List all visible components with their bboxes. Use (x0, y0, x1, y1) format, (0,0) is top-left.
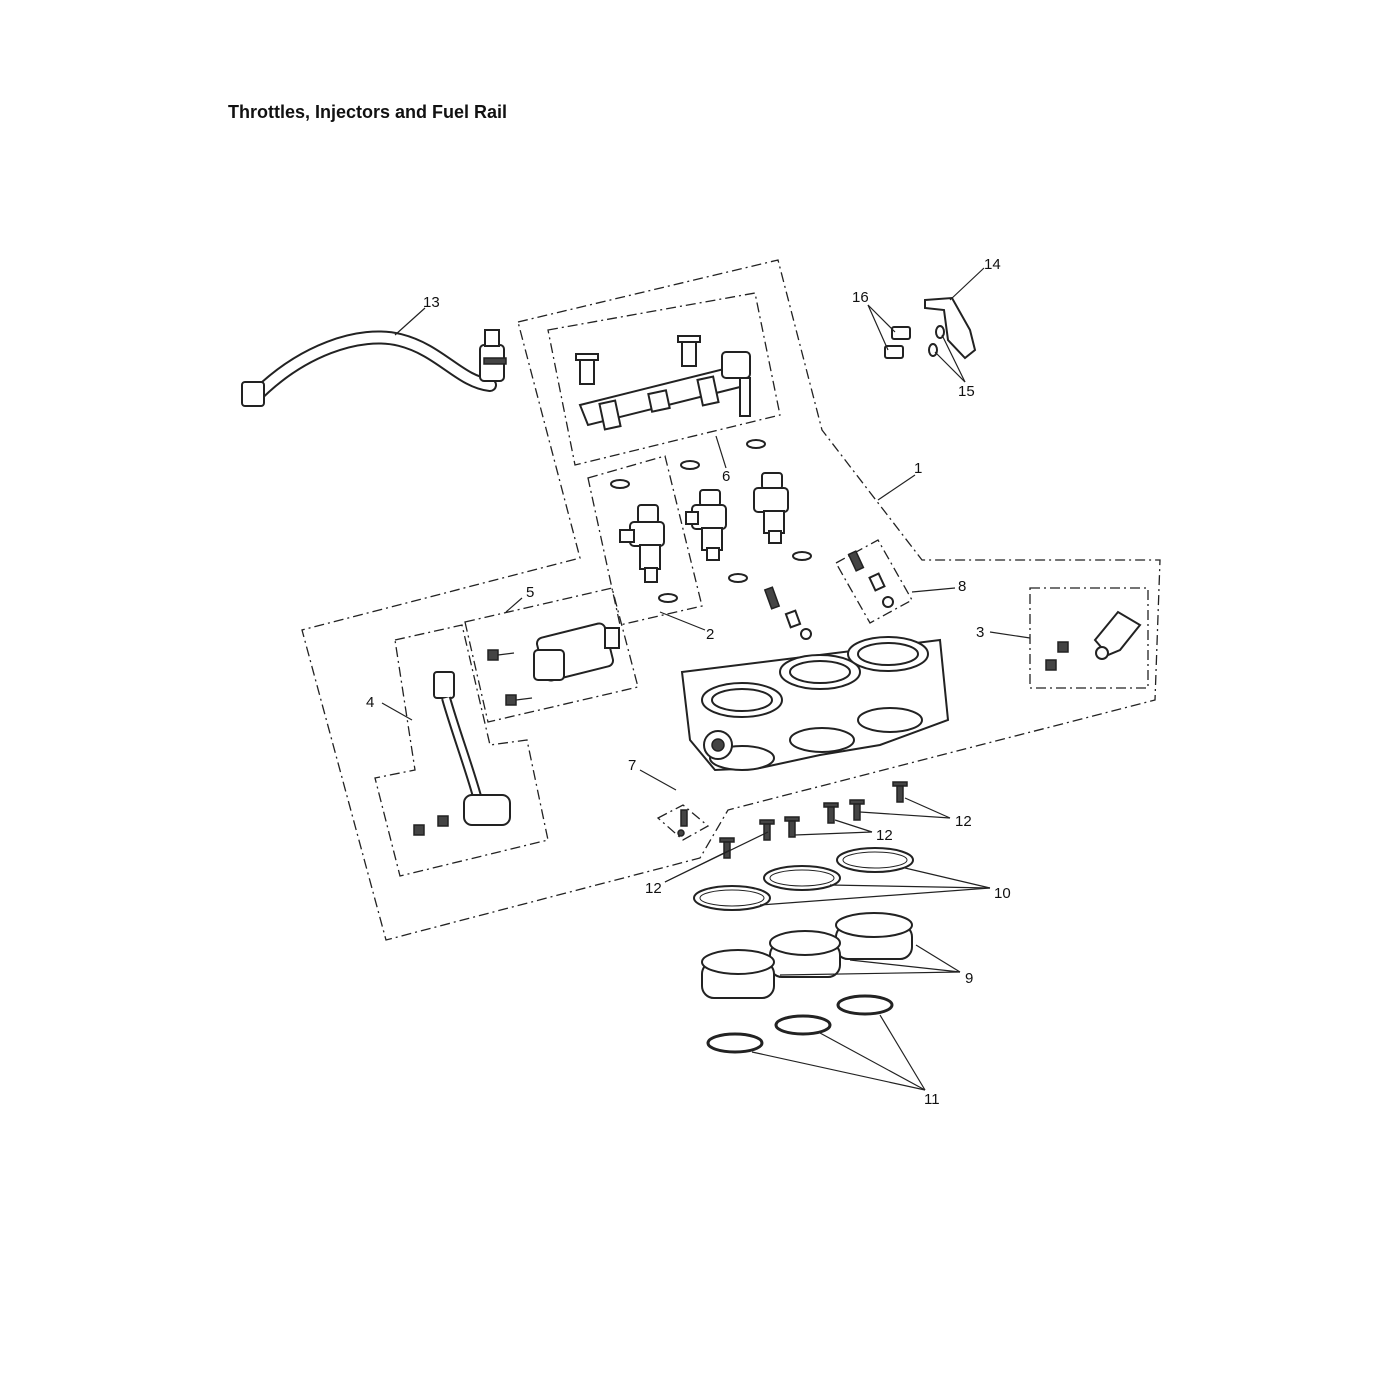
callout-12-right: 12 (955, 813, 972, 830)
callout-12-middle: 12 (876, 827, 893, 844)
throttle-body (680, 636, 950, 772)
callout-2: 2 (706, 626, 714, 643)
callout-10: 10 (994, 885, 1011, 902)
bracket-and-fasteners (884, 296, 977, 360)
callout-11: 11 (924, 1091, 940, 1108)
kit-7-parts (677, 809, 688, 837)
callout-12-left: 12 (645, 880, 662, 897)
intake-o-rings (706, 994, 894, 1054)
kit-8-outline (835, 539, 913, 624)
sensor-4-outline (374, 624, 549, 877)
callout-8: 8 (958, 578, 966, 595)
injectors-outline (587, 455, 703, 626)
throttle-assembly-outline (301, 259, 1161, 941)
callout-9: 9 (965, 970, 973, 987)
fuel-hose (241, 329, 507, 407)
screws (719, 781, 908, 859)
callout-labels: 1 2 3 4 5 6 7 8 9 10 11 12 12 12 13 14 1… (366, 256, 1011, 1108)
callout-3: 3 (976, 624, 984, 641)
adjuster-screw (763, 586, 812, 640)
callout-1: 1 (914, 460, 922, 477)
fuel-rail-outline (547, 292, 781, 466)
intake-adapters (701, 912, 913, 999)
callout-7: 7 (628, 757, 636, 774)
callout-14: 14 (984, 256, 1001, 273)
sensor-4 (413, 671, 511, 836)
injectors (619, 472, 789, 583)
fuel-rail (575, 335, 751, 431)
kit-8-parts (847, 550, 894, 608)
hose-clamps (693, 847, 914, 911)
callout-6: 6 (722, 468, 730, 485)
kit-3-parts (1045, 610, 1142, 671)
callout-5: 5 (526, 584, 534, 601)
callout-15: 15 (958, 383, 975, 400)
callout-13: 13 (423, 294, 440, 311)
page-title: Throttles, Injectors and Fuel Rail (228, 102, 508, 122)
kit-7-outline (656, 804, 710, 841)
o-rings (610, 439, 812, 603)
callout-4: 4 (366, 694, 374, 711)
callout-16: 16 (852, 289, 869, 306)
leader-lines (381, 267, 1031, 1091)
sensor-5-outline (464, 587, 639, 723)
sensor-5 (487, 622, 620, 706)
